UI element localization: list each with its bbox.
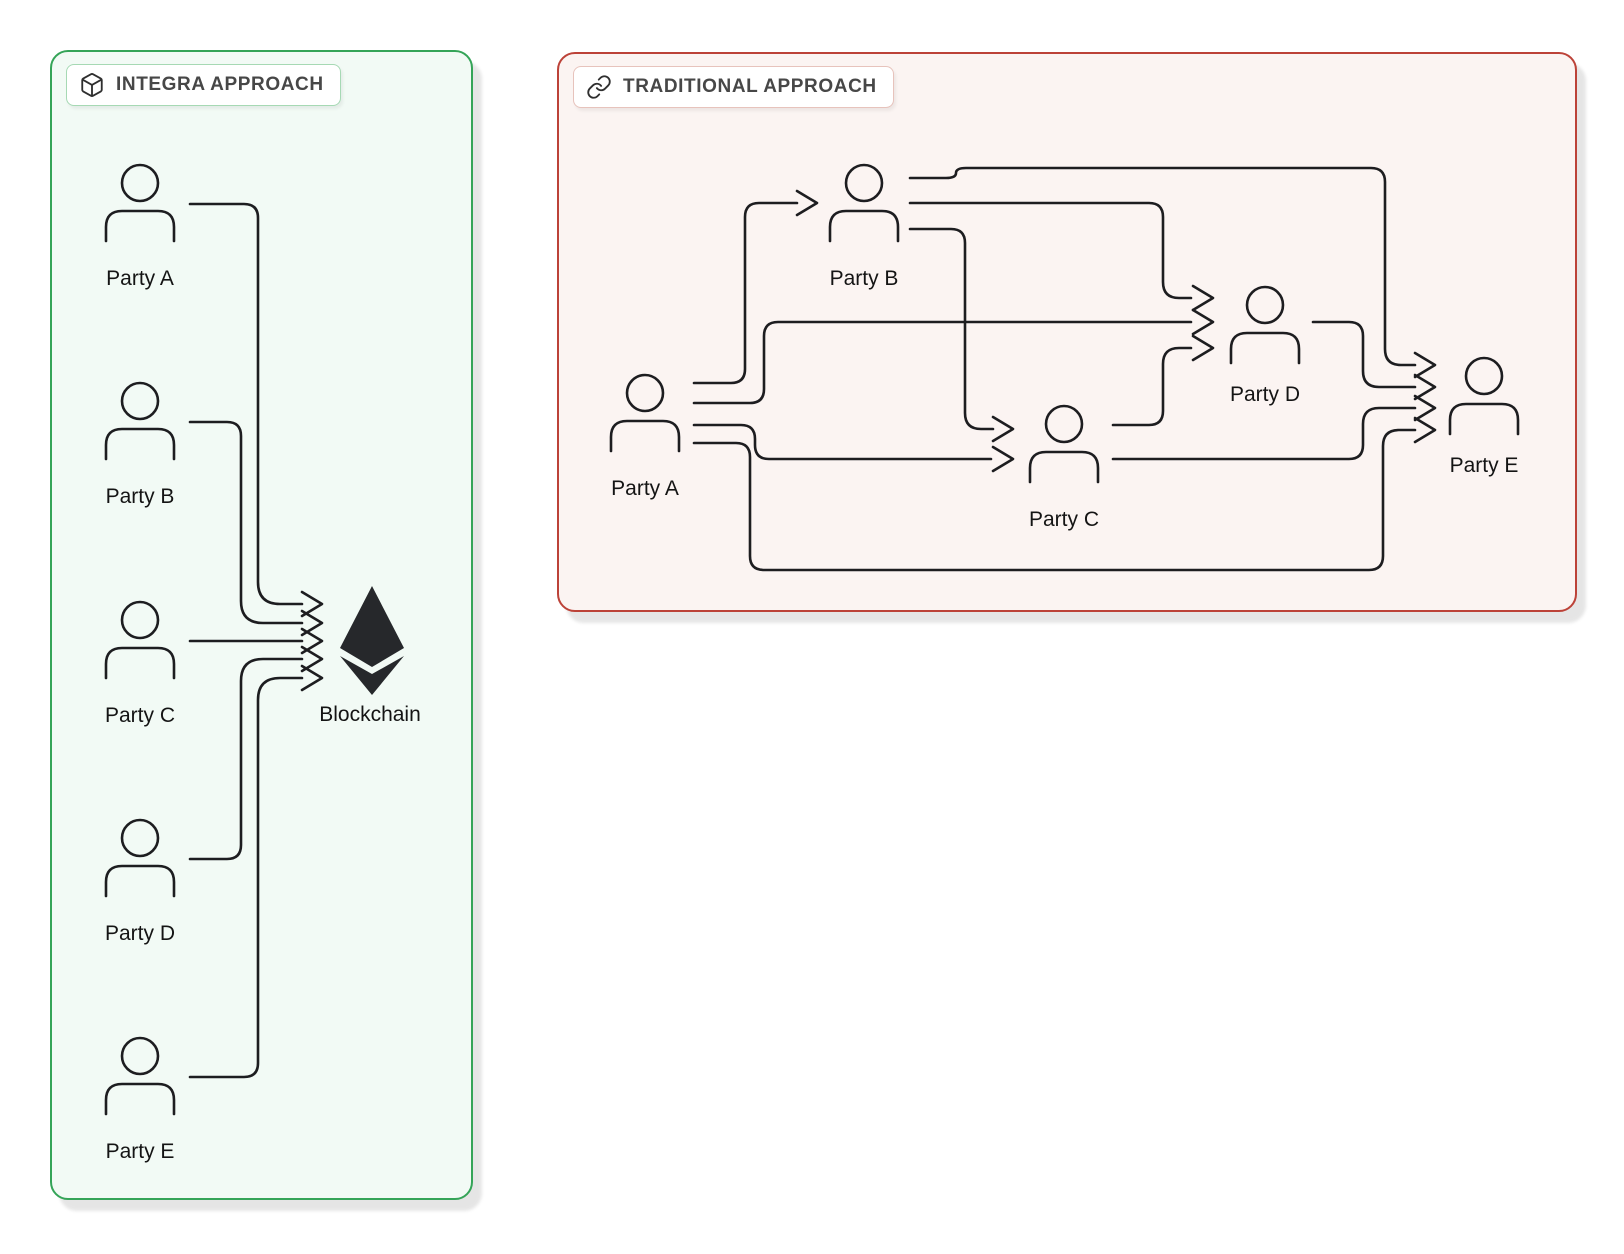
integra-panel: INTEGRA APPROACH	[50, 50, 473, 1200]
link-icon	[587, 75, 611, 99]
traditional-title: TRADITIONAL APPROACH	[623, 76, 877, 97]
traditional-panel: TRADITIONAL APPROACH	[557, 52, 1577, 612]
traditional-badge: TRADITIONAL APPROACH	[573, 66, 894, 108]
integra-badge: INTEGRA APPROACH	[66, 64, 341, 106]
integra-title: INTEGRA APPROACH	[116, 74, 324, 95]
cube-icon	[81, 73, 103, 97]
